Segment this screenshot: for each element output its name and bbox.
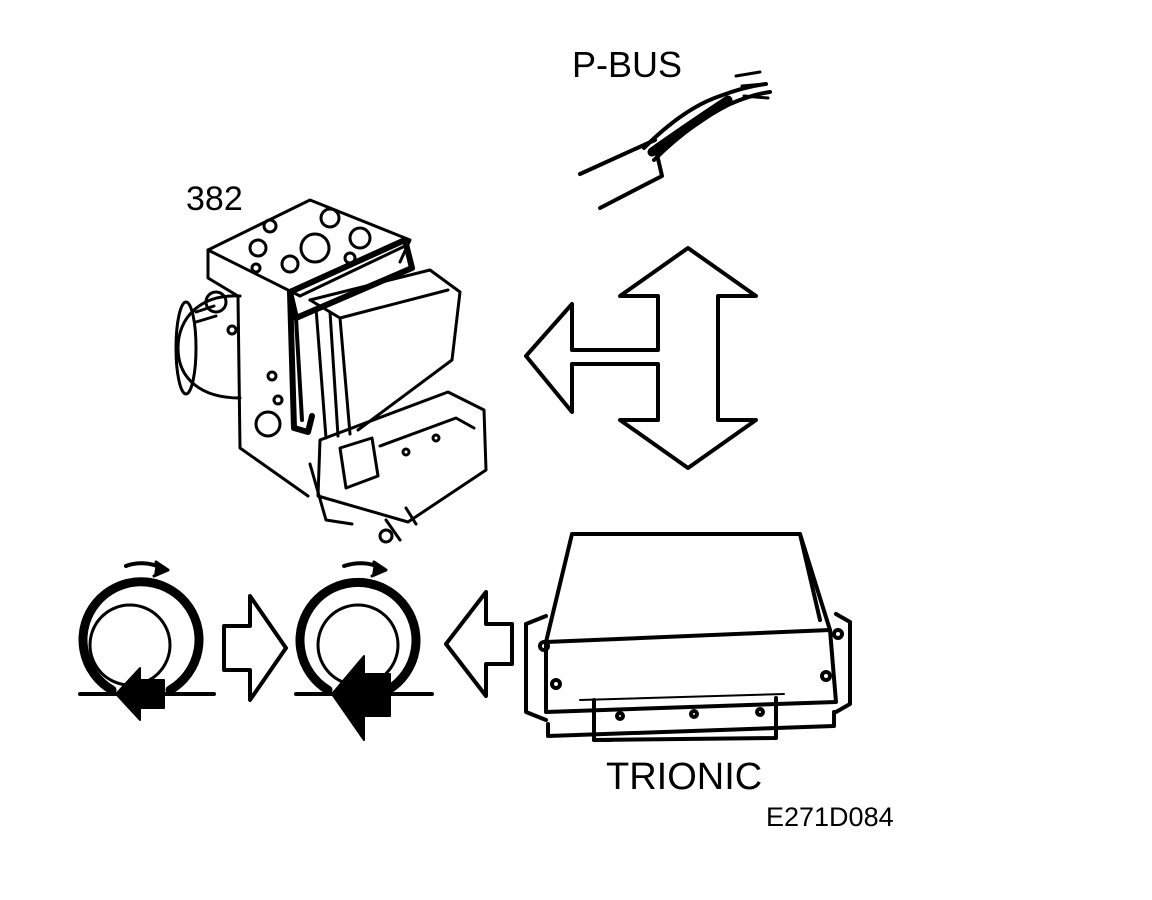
pbus-cable-icon	[578, 70, 772, 210]
wheel-2-icon	[294, 560, 434, 741]
abs-unit-label: 382	[186, 180, 243, 218]
trionic-ecu-icon	[524, 532, 852, 742]
signal-arrow-icon	[524, 246, 758, 470]
arrow-right-icon	[222, 594, 288, 702]
ecu-label: TRIONIC	[606, 756, 763, 798]
arrow-left-icon	[444, 590, 514, 698]
pbus-label: P-BUS	[572, 44, 683, 85]
abs-modulator-icon	[174, 198, 488, 544]
wheel-1-icon	[78, 560, 216, 721]
figure-code: E271D084	[766, 802, 894, 832]
